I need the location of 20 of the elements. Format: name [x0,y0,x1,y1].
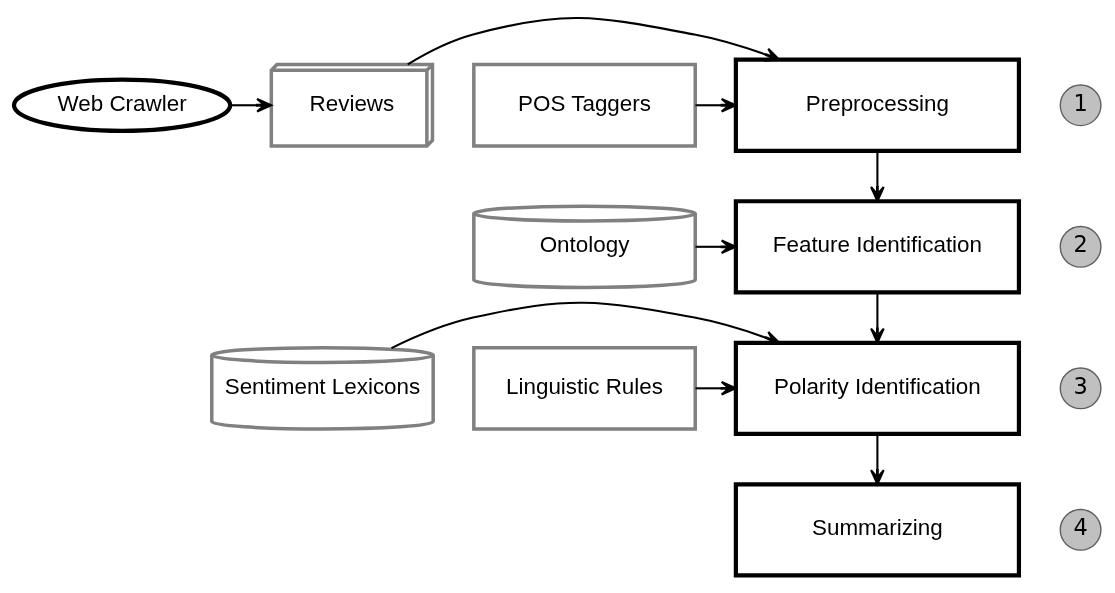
node-circle: 3 [1059,367,1102,410]
node-box: Polarity Identification [733,340,1022,436]
arrow [391,301,781,350]
node-box: Summarizing [733,482,1022,578]
node-circle: 4 [1059,508,1102,551]
arrow [230,97,273,113]
node-ellipse: Web Crawler [11,77,233,133]
node-box: Preprocessing [733,57,1022,153]
arrow [695,380,737,396]
arrow [870,434,885,486]
arrow [695,239,737,255]
node-circle: 1 [1059,84,1102,127]
arrow [695,97,737,113]
node-box: POS Taggers [472,62,697,148]
node-box: Linguistic Rules [472,345,697,431]
arrow [870,292,885,344]
arrow [407,17,781,66]
node-box: Feature Identification [733,199,1022,295]
node-circle: 2 [1059,225,1102,268]
arrow [870,150,885,203]
